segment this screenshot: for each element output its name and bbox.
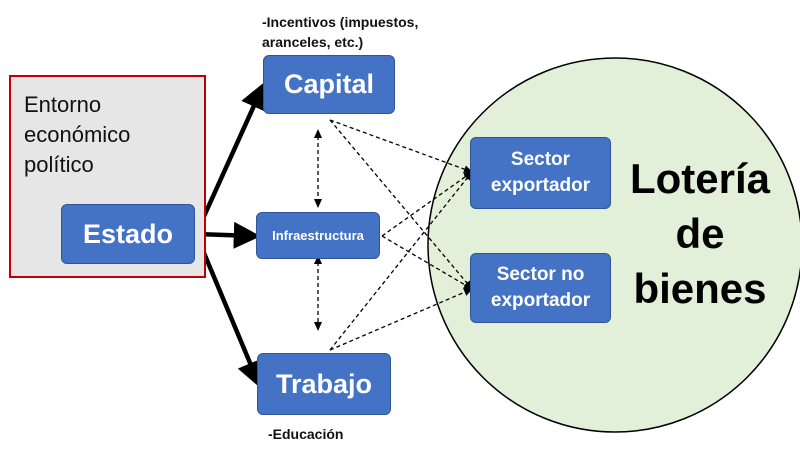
arrow-trabajo-exportador (329, 171, 473, 351)
node-estado[interactable]: Estado (61, 204, 195, 264)
note-trabajo-education: -Educación (268, 426, 344, 442)
arrow-estado-trabajo (193, 233, 263, 389)
arrow-infraestructura-exportador (381, 171, 473, 237)
node-sector-no-exportador[interactable]: Sector no exportador (470, 253, 611, 323)
arrow-infraestructura-no-exportador (381, 235, 473, 290)
node-capital[interactable]: Capital (263, 55, 395, 114)
lottery-label: Lotería de bienes (629, 155, 771, 312)
arrow-estado-capital (193, 81, 266, 235)
node-trabajo[interactable]: Trabajo (257, 353, 391, 415)
arrow-capital-exportador (329, 119, 473, 174)
environment-label: Entorno económico político (24, 92, 131, 177)
node-infraestructura[interactable]: Infraestructura (256, 212, 380, 259)
note-capital-incentives: -Incentivos (impuestos, aranceles, etc.) (262, 14, 419, 50)
arrow-capital-no-exportador (329, 119, 473, 290)
node-sector-exportador[interactable]: Sector exportador (470, 137, 611, 209)
arrow-trabajo-no-exportador (329, 288, 473, 351)
